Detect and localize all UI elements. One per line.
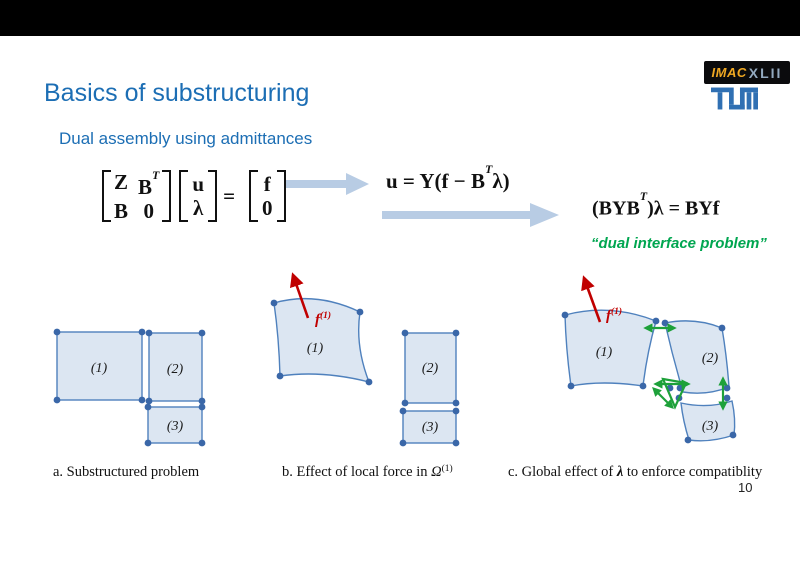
force-label: f(1) [606,306,622,324]
bracket-left [102,170,111,222]
vector-entry-u: u [192,172,205,196]
page-number: 10 [738,480,753,495]
vector-entry-0: 0 [262,196,273,220]
flow-arrow-1-icon [286,173,369,195]
tum-logo-icon [711,87,758,110]
bracket-right [276,170,286,222]
bracket-right [208,170,218,222]
lambda-interface-forces-icon [643,323,728,411]
substructure-2-shape [148,332,203,402]
interface-nodes [270,299,460,447]
diagram-c-global-effect: f(1) (1) (2) (3) [561,275,737,444]
substructure-2-shape [404,332,457,404]
substructure-2-label: (2) [702,351,719,366]
force-label: f(1) [315,310,331,328]
displacement-equation: u = Y(f − BTλ) [386,162,510,193]
page-title: Basics of substructuring [44,79,310,107]
substructure-1-label: (1) [91,361,108,376]
substructure-3-label: (3) [702,419,719,434]
caption-c: c. Global effect of λ to enforce compati… [508,464,763,480]
matrix-entry-B: B [114,198,129,223]
substructure-1-label: (1) [307,341,324,356]
substructure-1-label: (1) [596,345,613,360]
letterbox-bottom [0,0,800,36]
imac-conference-logo: IMAC XLII [704,61,790,84]
matrix-entry-0: 0 [143,198,154,223]
diagram-a-substructured-problem: (1) (2) (3) [53,328,206,447]
substructure-1-shape [56,331,143,401]
substructure-3-label: (3) [167,419,184,434]
bracket-left [179,170,189,222]
diagram-b-local-force: f(1) (1) (2) (3) [270,272,460,447]
dual-interface-equation: (BYBT)λ = BYf [592,189,720,220]
deformed-substructure-2-shape [664,320,730,394]
equals-sign: = [223,183,236,208]
caption-a: a. Substructured problem [53,464,200,480]
imac-logo-suffix: XLII [748,64,783,81]
force-arrow-icon [290,272,310,319]
substructure-2-label: (2) [167,362,184,377]
substructure-3-shape [147,406,203,444]
vector-entry-f: f [263,172,271,196]
interface-nodes [53,328,206,447]
substructure-3-shape [402,410,457,444]
dual-interface-note: “dual interface problem” [591,235,767,252]
bracket-right [162,170,172,222]
matrix-entry-Z: Z [114,169,129,194]
caption-b: b. Effect of local force in Ω(1) [282,464,453,480]
bracket-left [249,170,259,222]
flow-arrow-2-icon [382,203,559,227]
vector-entry-lambda: λ [193,196,204,220]
force-arrow-icon [581,275,602,323]
substructure-3-label: (3) [422,420,439,435]
rhs-vector: f 0 [258,170,277,222]
imac-logo-text: IMAC [711,65,747,80]
matrix-entry-BT: BT [138,167,160,199]
slide-subtitle: Dual assembly using admittances [59,129,313,148]
unknown-vector: u λ [188,170,208,222]
saddle-point-equation: Z BT B 0 u λ = f 0 [102,167,286,223]
substructure-2-label: (2) [422,361,439,376]
system-matrix: Z BT B 0 [111,167,162,223]
